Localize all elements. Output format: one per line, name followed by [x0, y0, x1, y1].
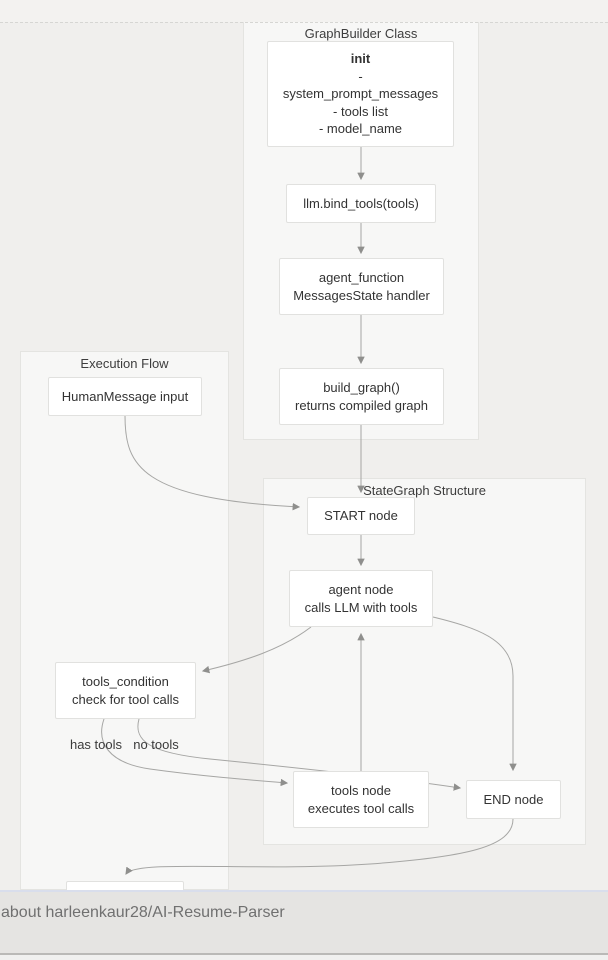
- status-bar: about harleenkaur28/AI-Resume-Parser: [0, 890, 608, 953]
- dashed-boundary: [0, 22, 608, 23]
- node-bind-tools: llm.bind_tools(tools): [286, 184, 436, 223]
- edge-label-has-tools: has tools: [69, 737, 123, 752]
- status-bar-text: about harleenkaur28/AI-Resume-Parser: [1, 904, 285, 921]
- group-execution-flow: Execution Flow: [20, 351, 229, 890]
- bottom-edge-strip: [0, 953, 608, 960]
- edge-human-to-start: [124, 415, 301, 511]
- edge-agent-to-toolscond: [201, 626, 312, 674]
- edge-label-no-tools: no tools: [133, 737, 179, 752]
- node-start: START node: [307, 497, 415, 535]
- edge-agent-to-end: [432, 616, 517, 772]
- group-label-graphbuilder: GraphBuilder Class: [304, 26, 418, 41]
- node-agent-function: agent_function MessagesState handler: [279, 258, 444, 315]
- node-init: init - system_prompt_messages - tools li…: [267, 41, 454, 147]
- node-human-message-input: HumanMessage input: [48, 377, 202, 416]
- node-tools: tools node executes tool calls: [293, 771, 429, 828]
- edge-end-to-output: [125, 818, 514, 875]
- group-label-execution: Execution Flow: [80, 356, 169, 371]
- node-agent: agent node calls LLM with tools: [289, 570, 433, 627]
- node-end: END node: [466, 780, 561, 819]
- node-build-graph: build_graph() returns compiled graph: [279, 368, 444, 425]
- top-margin-strip: [0, 0, 608, 22]
- node-init-title: init: [350, 51, 371, 67]
- node-tools-condition: tools_condition check for tool calls: [55, 662, 196, 719]
- group-label-stategraph: StateGraph Structure: [363, 483, 486, 498]
- edge-hastools-to-toolsnode: [101, 718, 289, 787]
